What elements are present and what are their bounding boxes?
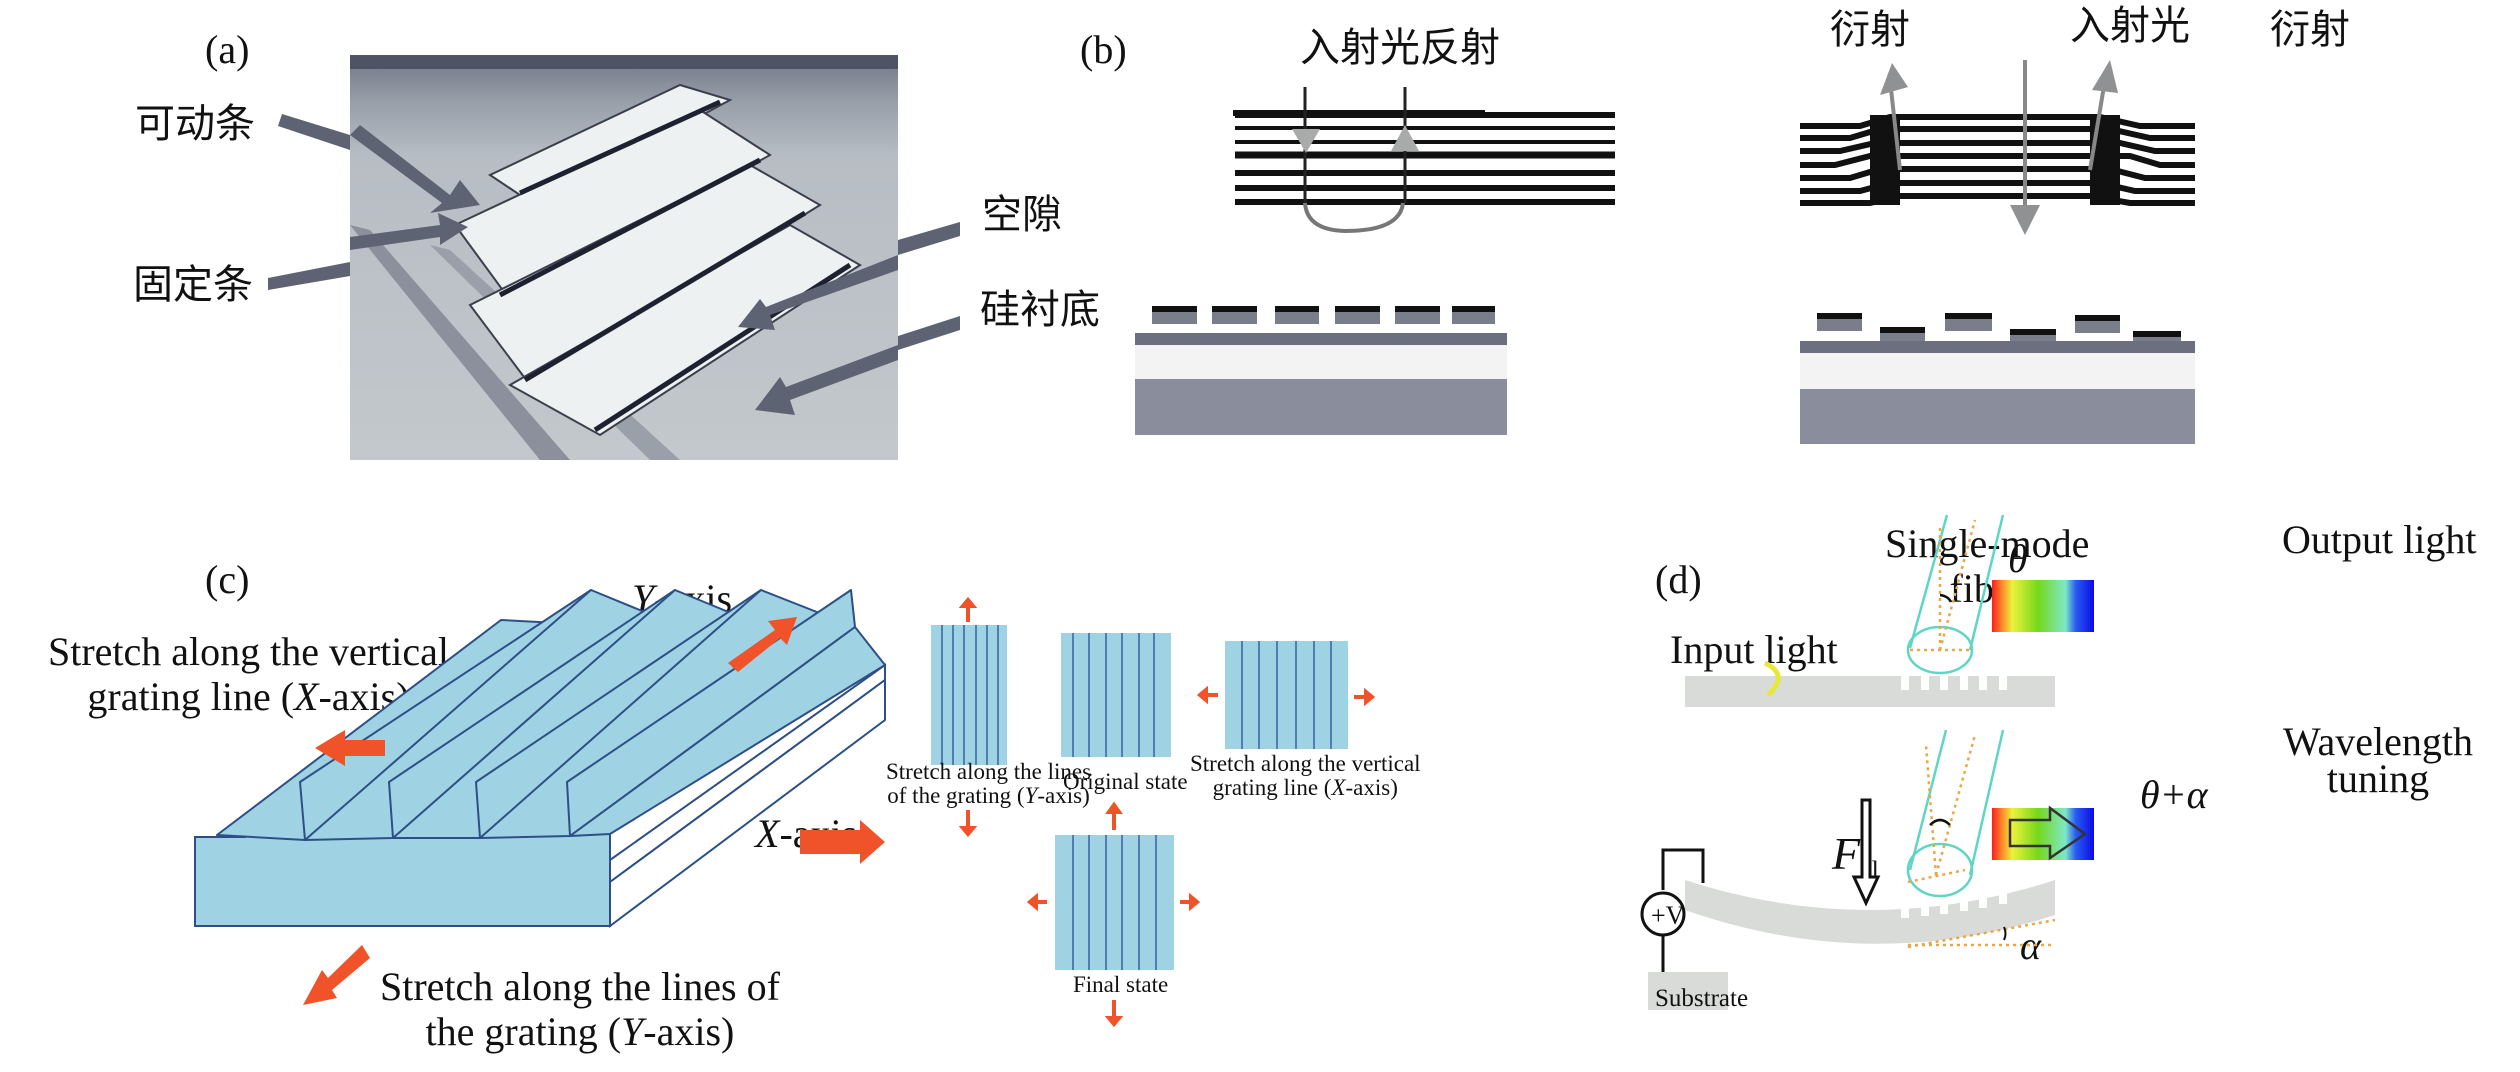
panel-c-label: (c) — [205, 557, 250, 602]
label-stretch-vertical-grating: Stretch along the vertical grating line … — [48, 629, 449, 720]
voltage-source-icon — [1640, 891, 1686, 937]
arrow-x-axis-right — [800, 820, 885, 864]
bent-beam — [1685, 880, 2055, 944]
label-single-mode-fiber: Single-mode fiber — [1885, 521, 2090, 612]
output-spectrum — [1992, 580, 2094, 632]
tuned-spectrum — [1992, 808, 2094, 860]
arrow-x-axis-left — [315, 730, 385, 766]
reflection-grating-lines — [1235, 87, 1615, 234]
substrate-block — [1648, 972, 1728, 1010]
label-voltage: +V — [1651, 901, 1685, 930]
grating-states-diagram — [931, 596, 1376, 1028]
label-air-gap: 空隙 — [982, 192, 1062, 238]
arrow-y-axis-up — [728, 617, 797, 672]
label-movable-ribbon: 可动条 — [135, 101, 255, 147]
grating-original — [1061, 633, 1171, 757]
label-substrate: Substrate — [1655, 985, 1749, 1012]
fiber-bottom — [1906, 729, 2005, 898]
flat-beam — [1685, 676, 2055, 707]
label-x-stretch-state: Stretch along the vertical grating line … — [1190, 751, 1421, 801]
label-theta: θ — [2008, 536, 2028, 581]
label-fiber-line1: Single-mode — [1885, 521, 2090, 566]
label-stretch-lines-line2: the grating (Y-axis) — [425, 1008, 735, 1054]
label-final-state: Final state — [1073, 972, 1169, 997]
grating-y-stretched — [931, 625, 1007, 765]
label-theta-plus-alpha: θ+α — [2140, 772, 2208, 817]
title-diffraction-right: 衍射 — [2270, 7, 2350, 53]
label-alpha: α — [2020, 923, 2041, 968]
label-stretch-along-lines: Stretch along the lines of the grating (… — [380, 964, 780, 1055]
label-original-state: Original state — [1063, 769, 1188, 794]
title-diffraction-left: 衍射 — [1830, 7, 1910, 53]
panel-b-label: (b) — [1080, 27, 1127, 72]
electrostatic-force-arrow — [1851, 798, 1881, 907]
label-fixed-ribbon: 固定条 — [133, 262, 253, 308]
diffraction-ray-diagram — [1800, 60, 2195, 235]
label-stretch-vertical-line1: Stretch along the vertical — [48, 629, 449, 674]
wavelength-shift-arrow-icon — [2008, 805, 2088, 861]
label-x-stretch-line1: Stretch along the vertical — [1190, 751, 1421, 776]
mems-beam-diagram — [1640, 514, 2094, 1010]
label-y-stretch-state: Stretch along the lines of the grating (… — [886, 759, 1092, 809]
arrow-y-axis-down — [303, 945, 370, 1005]
label-silicon-substrate: 硅衬底 — [980, 287, 1100, 333]
label-wavelength-line1: Wavelength — [2283, 719, 2474, 764]
cross-section-stepped — [1800, 313, 2195, 444]
title-incident-light: 入射光 — [2070, 3, 2190, 49]
grating-final — [1055, 835, 1174, 970]
cross-section-flat — [1135, 306, 1507, 435]
panel-d-label: (d) — [1655, 557, 1702, 602]
label-wavelength-line2: tuning — [2326, 755, 2430, 801]
title-incident-reflection: 入射光反射 — [1300, 25, 1500, 71]
panel-a-grating-photo — [350, 55, 898, 460]
label-wavelength-tuning: Wavelength tuning — [2283, 719, 2474, 802]
input-light-wave-icon — [1763, 660, 1781, 697]
label-stretch-lines-line1: Stretch along the lines of — [380, 964, 780, 1009]
label-input-light: Input light — [1670, 627, 1838, 672]
label-x-stretch-line2: grating line (X-axis) — [1212, 775, 1398, 801]
grating-x-stretched — [1225, 641, 1348, 749]
label-y-stretch-line2: of the grating (Y-axis) — [887, 783, 1090, 809]
label-y-stretch-line1: Stretch along the lines — [886, 759, 1092, 784]
panel-a-label: (a) — [205, 27, 250, 72]
grating-3d-model — [194, 589, 886, 928]
label-output-light-text: Output light — [2282, 517, 2477, 562]
